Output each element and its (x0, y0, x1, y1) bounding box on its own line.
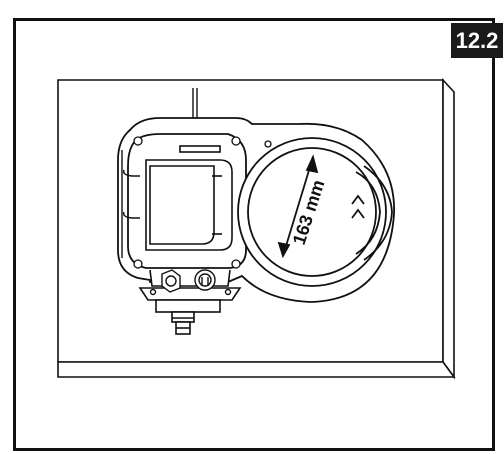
display-window (145, 145, 233, 251)
dimension-arrow (277, 154, 319, 259)
step-number-badge: 12.2 (451, 23, 503, 58)
cable-glands (149, 269, 232, 296)
side-bracket (121, 150, 140, 258)
